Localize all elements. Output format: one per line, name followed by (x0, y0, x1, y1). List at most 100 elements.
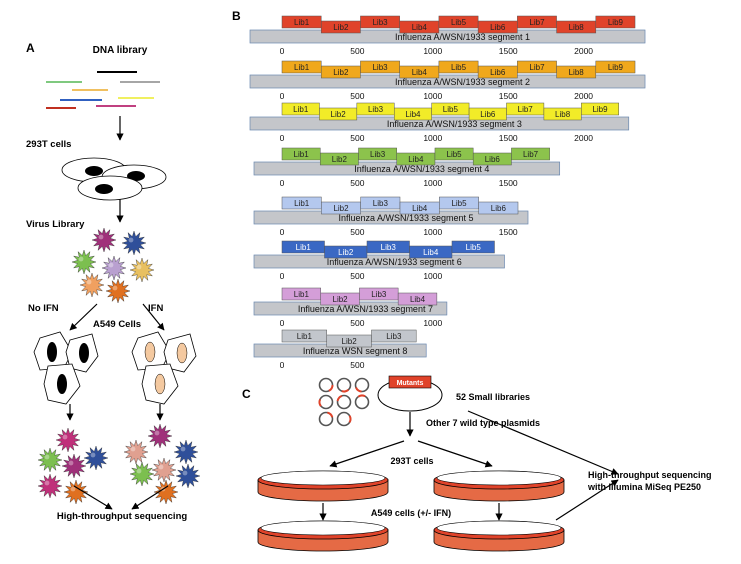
segment-map-3: Influenza A/WSN/1933 segment 3Lib1Lib2Li… (249, 102, 630, 143)
library-label: Lib9 (608, 63, 624, 72)
tick-label: 0 (280, 360, 285, 370)
wt-plasmid-insert (328, 384, 334, 392)
wt-plasmid-insert (348, 415, 352, 423)
library-label: Lib3 (368, 105, 384, 114)
arrow-plasmid-to-hts (467, 410, 619, 475)
arrow-ifn-to-hts (131, 485, 169, 510)
virus-highlight (130, 446, 136, 452)
tick-label: 1000 (423, 227, 442, 237)
library-label: Lib7 (529, 63, 545, 72)
library-label: Lib6 (490, 23, 506, 32)
arrow-dish-to-hts (555, 479, 619, 521)
hts-label-c-2: with Illumina MiSeq PE250 (587, 482, 701, 492)
cells-293t (61, 157, 167, 201)
wt-plasmid (336, 377, 352, 393)
virus-highlight (136, 468, 142, 474)
virus-highlight (98, 234, 104, 240)
tick-label: 0 (280, 46, 285, 56)
dish-a549-right (433, 520, 565, 552)
panel-b-label: B (232, 9, 241, 23)
tick-label: 500 (350, 133, 364, 143)
virus-highlight (108, 262, 114, 268)
virus-particle (37, 447, 63, 473)
virus-particle (71, 249, 97, 275)
tick-label: 1000 (423, 271, 442, 281)
virus-highlight (112, 285, 118, 291)
library-label: Lib2 (332, 155, 348, 164)
library-label: Lib3 (370, 150, 386, 159)
cells-293t-label: 293T cells (26, 139, 71, 150)
library-label: Lib4 (412, 23, 428, 32)
virus-library-cluster (71, 227, 155, 304)
cells-293t-label-c: 293T cells (390, 456, 433, 466)
virus-highlight (86, 279, 92, 285)
virus-output-no-ifn (37, 427, 109, 505)
library-box (595, 60, 636, 74)
library-label: Lib7 (518, 105, 534, 114)
segment-name: Influenza A/WSN/1933 segment 2 (395, 77, 530, 87)
tick-label: 1500 (499, 178, 518, 188)
virus-particle (63, 479, 89, 505)
library-label: Lib1 (294, 199, 310, 208)
library-label: Lib2 (342, 337, 358, 346)
a549-cells-label: A549 Cells (93, 319, 141, 330)
library-box (595, 15, 636, 29)
segment-map-6: Influenza A/WSN/1933 segment 6Lib1Lib2Li… (253, 240, 505, 281)
tick-label: 500 (350, 318, 364, 328)
ifn-label: IFN (148, 303, 163, 314)
library-label: Lib8 (569, 68, 585, 77)
wt-plasmid (354, 394, 370, 410)
virus-highlight (128, 237, 134, 243)
virus-output-ifn (123, 423, 201, 505)
virus-highlight (182, 470, 188, 476)
tick-label: 0 (280, 271, 285, 281)
library-label: Lib6 (480, 110, 496, 119)
wt-plasmid-insert (318, 398, 322, 407)
library-label: Lib3 (373, 199, 389, 208)
arrow-to-ifn (142, 303, 165, 331)
arrow-to-dish-left (329, 440, 405, 468)
tick-label: 2000 (574, 133, 593, 143)
library-label: Lib4 (412, 204, 428, 213)
library-label: Lib5 (466, 243, 482, 252)
library-label: Lib2 (333, 295, 349, 304)
segment-map-2: Influenza A/WSN/1933 segment 2Lib1Lib2Li… (249, 60, 646, 101)
library-label: Lib3 (372, 18, 388, 27)
virus-highlight (78, 256, 84, 262)
library-label: Lib8 (569, 23, 585, 32)
segment-name: Influenza A/WSN/1933 segment 4 (354, 164, 489, 174)
panel-c: C Mutants 52 Small libraries Other 7 wil… (242, 375, 711, 552)
library-label: Lib1 (296, 243, 312, 252)
library-label: Lib5 (443, 105, 459, 114)
library-label: Lib3 (386, 332, 402, 341)
virus-particle (121, 230, 147, 256)
library-label: Lib5 (451, 199, 467, 208)
virus-highlight (44, 480, 50, 486)
dish-293t-right (433, 470, 565, 502)
small-libraries-label: 52 Small libraries (456, 392, 530, 402)
library-label: Lib4 (405, 110, 421, 119)
a549-cells-ifn (131, 331, 197, 405)
virus-highlight (136, 264, 142, 270)
tick-label: 1000 (423, 91, 442, 101)
virus-particle (83, 445, 109, 471)
tick-label: 1000 (423, 318, 442, 328)
library-label: Lib2 (333, 23, 349, 32)
wild-type-plasmids (318, 377, 370, 427)
virus-particle (129, 257, 155, 283)
a549-ifn-label: A549 cells (+/- IFN) (371, 508, 451, 518)
virus-particle (151, 457, 177, 483)
tick-label: 500 (350, 178, 364, 188)
library-label: Lib1 (293, 105, 309, 114)
virus-highlight (70, 486, 76, 492)
dish-293t-left (257, 470, 389, 502)
tick-label: 2000 (574, 46, 593, 56)
wt-plasmid (336, 394, 352, 410)
tick-label: 500 (350, 227, 364, 237)
wt-plasmid-insert (357, 394, 366, 398)
virus-particle (175, 463, 201, 489)
segment-map-7: Influenza A/WSN/1933 segment 7Lib1Lib2Li… (253, 287, 448, 328)
library-label: Lib2 (331, 110, 347, 119)
virus-particle (129, 461, 155, 487)
